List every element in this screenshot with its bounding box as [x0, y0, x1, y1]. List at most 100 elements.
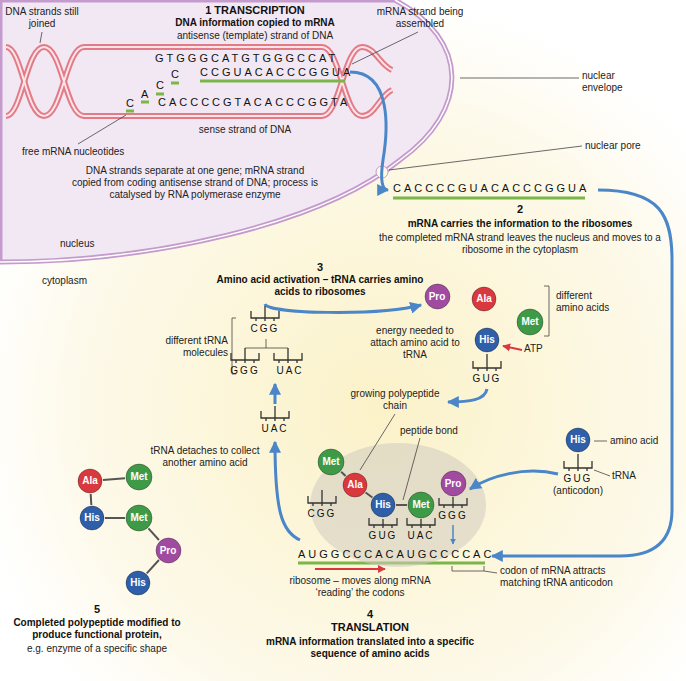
label-text: DNA strands still joined [2, 6, 82, 30]
process-arrow [452, 525, 454, 544]
amino-acid-name: Pro [155, 537, 182, 564]
amino-acid-circle [126, 464, 152, 490]
amino-acid: His [474, 327, 500, 353]
amino-acid-name: Ala [471, 286, 497, 312]
trna-glyph [261, 406, 289, 421]
mrna-backbone [126, 81, 585, 563]
amino-acid: His [125, 570, 151, 596]
label-text: mRNA information translated into a speci… [255, 636, 485, 660]
process-arrow [274, 384, 277, 404]
label-text: nucleus [60, 238, 94, 250]
label-text: Amino acid activation – tRNA carries ami… [215, 274, 425, 298]
amino-acid: Ala [77, 468, 103, 494]
red-arrows [315, 346, 522, 569]
label-text: AUGGCCCACAUGCCCCAC [298, 548, 494, 561]
label-text: ribosome – moves along mRNA ‘reading’ th… [285, 575, 435, 599]
amino-acid: Pro [424, 283, 451, 310]
label-text: energy needed to attach amino acid to tR… [368, 325, 463, 361]
label-text: DNA information copied to mRNA [145, 17, 365, 29]
trna-glyph [369, 518, 397, 528]
amino-acid-name: Met [516, 308, 544, 336]
amino-acid: Met [516, 308, 544, 336]
amino-acid: Met [125, 504, 153, 532]
amino-acid: Ala [471, 286, 497, 312]
leader-lines [40, 32, 610, 573]
peptide-bond [103, 478, 125, 480]
process-arrow [448, 389, 487, 402]
label-text: peptide bond [400, 425, 458, 437]
amino-acid-name: His [565, 427, 591, 453]
label-text: ATP [524, 343, 543, 355]
peptide-bond [105, 517, 125, 519]
amino-acid-name: His [474, 327, 500, 353]
trna-branch [245, 339, 288, 348]
trna-glyph [473, 354, 501, 371]
label-text: CCGUACACCCGGUA [200, 66, 353, 79]
peptide-bond [148, 528, 159, 540]
leader-line [594, 470, 610, 476]
leader-line [78, 115, 126, 144]
amino-acid: Met [407, 491, 435, 519]
nuclear-envelope [0, 0, 452, 262]
ribosome-direction-arrow [315, 568, 385, 570]
label-text: GGG [437, 510, 469, 522]
amino-acid: His [565, 427, 591, 453]
process-arrow [265, 304, 421, 312]
amino-acid-circle [408, 492, 434, 518]
label-text: (anticodon) [543, 485, 613, 497]
leader-line [460, 78, 579, 79]
amino-acid: Met [317, 448, 345, 476]
label-text: C [171, 68, 182, 81]
label-text: GGG [229, 365, 261, 377]
label-text: 3 [310, 261, 330, 274]
amino-acid-name: His [370, 492, 396, 518]
label-text: mRNA carries the information to the ribo… [370, 218, 670, 230]
amino-acid-circle [78, 469, 102, 493]
amino-acid-circle [472, 287, 496, 311]
leader-line [403, 438, 420, 500]
amino-acid-name: Ala [342, 472, 368, 498]
label-text: CACCCCGTACACCCGGTA [158, 96, 350, 109]
label-text: GUG [471, 373, 503, 385]
label-text: e.g. enzyme of a specific shape [4, 643, 190, 655]
label-text: the completed mRNA strand leaves the nuc… [370, 232, 670, 256]
process-arrow [470, 471, 558, 489]
amino-acid-circle [441, 471, 466, 496]
trna-glyph [439, 497, 467, 508]
label-text: 5 [87, 603, 107, 616]
trna-glyph [564, 454, 592, 471]
amino-acid-circle [80, 506, 104, 530]
amino-acid: Ala [342, 472, 368, 498]
process-arrow [275, 442, 300, 540]
label-text: 2 [510, 203, 530, 216]
leader-line [594, 441, 607, 442]
label-text: CACCCCGUACACCCGGUA [393, 182, 589, 195]
label-text: CGG [306, 508, 338, 520]
label-text: nuclear envelope [582, 70, 652, 94]
label-text: C [126, 97, 137, 110]
amino-acid-circle [517, 309, 543, 335]
amino-acid-circle [156, 538, 181, 563]
label-text: UAC [405, 530, 437, 542]
trna-glyphs [231, 306, 592, 528]
amino-acid-circle [318, 449, 344, 475]
amino-acid-circle [566, 428, 590, 452]
label-text: free mRNA nucleotides [22, 146, 124, 158]
label-text: A [141, 88, 151, 101]
label-text: GUG [367, 530, 399, 542]
label-text: amino acid [610, 435, 658, 447]
label-text: TRANSLATION [290, 621, 450, 634]
amino-acid: Pro [440, 470, 467, 497]
trna-glyph [274, 348, 302, 363]
label-text: Completed polypeptide modified to produc… [4, 617, 190, 641]
nucleus-region [0, 0, 452, 262]
label-text: different amino acids [556, 290, 616, 314]
trna-glyph [251, 306, 279, 321]
trna-glyph [231, 348, 259, 363]
bracket [544, 286, 549, 336]
amino-acid-name: Met [125, 504, 153, 532]
label-text: mRNA strand being assembled [370, 6, 470, 30]
process-arrow [350, 72, 388, 190]
